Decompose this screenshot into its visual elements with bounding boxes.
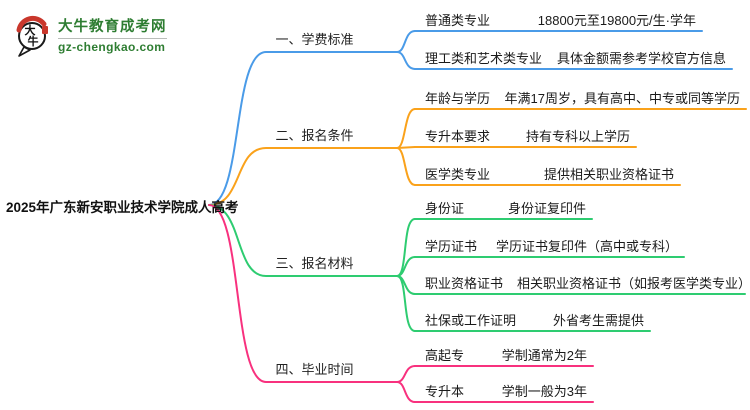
logo-text: 大牛教育成考网 gz-chengkao.com	[58, 15, 167, 54]
branch-4-bracket	[396, 365, 416, 383]
row-gaoqizhuan: 高起专 学制通常为2年	[415, 345, 593, 365]
branch-1-connector	[208, 51, 398, 206]
logo-title: 大牛教育成考网	[58, 19, 167, 35]
row-social-security: 社保或工作证明 外省考生需提供	[415, 310, 650, 330]
row-value: 具体金额需参考学校官方信息	[556, 51, 726, 66]
row-ordinary-majors: 普通类专业 18800元至19800元/生·学年	[415, 10, 702, 30]
row-label: 理工类和艺术类专业	[425, 51, 543, 66]
branch-4-bracket	[396, 381, 416, 403]
row-professional-certificate: 职业资格证书 相关职业资格证书（如报考医学类专业）	[415, 273, 750, 293]
row-label: 专升本要求	[425, 129, 491, 144]
row-label: 学历证书	[425, 239, 478, 254]
row-label: 医学类专业	[425, 167, 491, 182]
row-label: 身份证	[425, 201, 465, 216]
row-label: 专升本	[425, 384, 465, 399]
branch-2-bracket	[396, 108, 416, 149]
branch-label-graduation: 四、毕业时间	[275, 362, 354, 377]
branch-2-connector	[208, 147, 398, 206]
row-value: 外省考生需提供	[552, 313, 644, 328]
row-value: 年满17周岁，具有高中、中专或同等学历	[504, 91, 740, 106]
row-id-card: 身份证 身份证复印件	[415, 198, 592, 218]
row-value: 提供相关职业资格证书	[543, 167, 674, 182]
site-logo: 大 牛 大牛教育成考网 gz-chengkao.com	[14, 15, 167, 57]
logo-subtitle: gz-chengkao.com	[58, 38, 167, 54]
branch-label-tuition: 一、学费标准	[275, 32, 354, 47]
branch-4-connector	[208, 204, 398, 383]
row-value: 持有专科以上学历	[525, 129, 630, 144]
row-label: 年龄与学历	[425, 91, 491, 106]
logo-char-bottom: 牛	[28, 34, 39, 48]
row-value: 18800元至19800元/生·学年	[537, 13, 696, 28]
row-value: 学历证书复印件（高中或专科）	[495, 239, 678, 254]
row-label: 职业资格证书	[425, 276, 504, 291]
row-label: 社保或工作证明	[425, 313, 517, 328]
branch-2-bracket	[396, 146, 416, 149]
branch-label-materials: 三、报名材料	[275, 256, 354, 271]
branch-1-bracket	[396, 51, 416, 70]
row-value: 相关职业资格证书（如报考医学类专业）	[517, 276, 750, 291]
branch-3-bracket	[396, 218, 416, 277]
row-medical-majors: 医学类专业 提供相关职业资格证书	[415, 164, 680, 184]
branch-3-bracket	[396, 275, 416, 332]
branch-label-conditions: 二、报名条件	[275, 128, 354, 143]
branch-2-bracket	[396, 147, 416, 186]
logo-char-top: 大	[25, 23, 36, 37]
row-value: 学制通常为2年	[501, 348, 587, 363]
main-topic: 2025年广东新安职业技术学院成人高考	[6, 200, 239, 215]
row-upgrade-requirement: 专升本要求 持有专科以上学历	[415, 126, 636, 146]
row-label: 高起专	[425, 348, 465, 363]
logo-seal	[42, 26, 48, 34]
row-education-certificate: 学历证书 学历证书复印件（高中或专科）	[415, 236, 684, 256]
row-label: 普通类专业	[425, 13, 491, 28]
logo-red-arc	[16, 15, 47, 33]
row-zhuanshengben: 专升本 学制一般为3年	[415, 381, 593, 401]
row-value: 学制一般为3年	[501, 384, 587, 399]
branch-1-bracket	[396, 30, 416, 53]
row-age-education: 年龄与学历 年满17周岁，具有高中、中专或同等学历	[415, 88, 746, 108]
branch-3-connector	[208, 204, 398, 277]
logo-bull-icon: 大 牛	[16, 15, 48, 57]
row-science-art-majors: 理工类和艺术类专业 具体金额需参考学校官方信息	[415, 48, 732, 68]
row-value: 身份证复印件	[507, 201, 586, 216]
